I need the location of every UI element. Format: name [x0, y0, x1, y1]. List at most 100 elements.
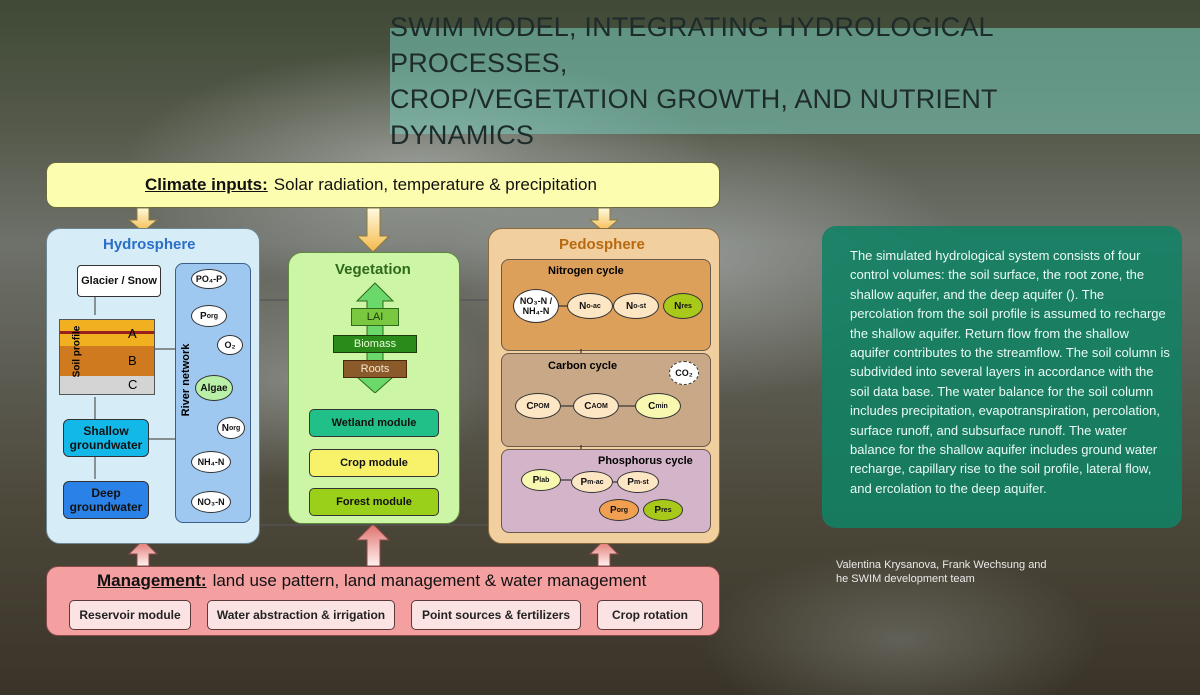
- reservoir-module-button: Reservoir module: [69, 600, 191, 630]
- no3-nh4-node: NO₃-N / NH₄-N: [513, 289, 559, 323]
- nres-sub: res: [681, 302, 692, 310]
- mgmt-arrow-pedo: [588, 539, 620, 567]
- cpom-text: C: [526, 400, 534, 412]
- carbon-cycle-title: Carbon cycle: [548, 360, 618, 372]
- biomass-box: Biomass: [333, 335, 417, 353]
- climate-arrow-hydro: [127, 207, 159, 233]
- phosphorus-cycle-title: Phosphorus cycle: [598, 455, 693, 467]
- climate-inputs-box: Climate inputs: Solar radiation, tempera…: [46, 162, 720, 208]
- soil-profile-label: Soil profile: [71, 325, 83, 378]
- nh4-node: NH₄-N: [191, 451, 231, 473]
- norg-text: N: [221, 422, 229, 434]
- forest-module-box: Forest module: [309, 488, 439, 516]
- plab-text: P: [532, 474, 540, 486]
- crop-module-box: Crop module: [309, 449, 439, 477]
- vegetation-panel: Vegetation LAI Biomass Roots Wetland mod…: [288, 252, 460, 524]
- climate-arrow-veg: [355, 207, 391, 253]
- pres-sub: res: [661, 506, 672, 514]
- no-ac-text: N: [579, 300, 587, 312]
- wetland-module-box: Wetland module: [309, 409, 439, 437]
- cmin-text: C: [648, 400, 656, 412]
- title-banner: SWIM MODEL, INTEGRATING HYDROLOGICAL PRO…: [390, 12, 1200, 150]
- pmac-text: P: [580, 476, 588, 488]
- cmin-sub: min: [655, 402, 668, 410]
- soil-profile-block: A B C Soil profile: [59, 319, 155, 395]
- nitrogen-cycle-title: Nitrogen cycle: [548, 265, 624, 277]
- pmst-sub: m-st: [633, 478, 649, 486]
- credit-text: Valentina Krysanova, Frank Wechsung and …: [836, 558, 1096, 586]
- phosphorus-cycle-box: Phosphorus cycle: [501, 449, 711, 533]
- no3-node: NO₃-N: [191, 491, 231, 513]
- river-network-label: River network: [180, 343, 192, 417]
- climate-arrow-pedo: [588, 207, 620, 233]
- climate-text: Solar radiation, temperature & precipita…: [273, 175, 597, 194]
- no-ac-sub: o-ac: [586, 302, 601, 310]
- caom-sub: AOM: [591, 402, 608, 410]
- o2-node: O₂: [217, 335, 243, 355]
- porg-text: P: [200, 310, 207, 322]
- layer-c-label: C: [128, 377, 138, 392]
- plab-sub: lab: [539, 476, 550, 484]
- porg-pedo-text: P: [610, 504, 617, 516]
- crop-rotation-button: Crop rotation: [597, 600, 703, 630]
- soil-layer-a-stripe: [60, 331, 154, 334]
- hydrosphere-title: Hydrosphere: [103, 236, 196, 253]
- point-sources-button: Point sources & fertilizers: [411, 600, 581, 630]
- lai-box: LAI: [351, 308, 399, 326]
- soil-layer-c: [60, 376, 154, 394]
- hydrosphere-panel: Hydrosphere Glacier / Snow A B C Soil pr…: [46, 228, 260, 544]
- glacier-snow-box: Glacier / Snow: [77, 265, 161, 297]
- pedosphere-panel: Pedosphere Nitrogen cycle NO₃-N / NH₄-N …: [488, 228, 720, 544]
- roots-box: Roots: [343, 360, 407, 378]
- no-st-sub: o-st: [633, 302, 647, 310]
- mgmt-arrow-hydro: [127, 539, 159, 567]
- layer-b-label: B: [128, 353, 137, 368]
- layer-a-label: A: [128, 326, 137, 341]
- norg-sub: org: [228, 424, 241, 432]
- pres-text: P: [654, 504, 662, 516]
- title-line-2: CROP/VEGETATION GROWTH, AND NUTRIENT DYN…: [390, 84, 998, 150]
- co2-node: CO₂: [669, 361, 699, 385]
- credit-line-2: he SWIM development team: [836, 573, 975, 585]
- algae-node: Algae: [195, 375, 233, 401]
- mgmt-arrow-veg: [355, 523, 391, 567]
- pedosphere-title: Pedosphere: [559, 236, 645, 253]
- po4-node: PO₄-P: [191, 269, 227, 289]
- no-st-text: N: [625, 300, 634, 312]
- pmac-sub: m-ac: [587, 478, 604, 486]
- deep-groundwater-box: Deep groundwater: [63, 481, 149, 519]
- porg-pedo-sub: org: [616, 506, 628, 514]
- management-title: Management: land use pattern, land manage…: [97, 571, 646, 591]
- title-line-1: SWIM MODEL, INTEGRATING HYDROLOGICAL PRO…: [390, 12, 993, 78]
- climate-label: Climate inputs:: [145, 175, 268, 194]
- water-abstraction-button: Water abstraction & irrigation: [207, 600, 395, 630]
- shallow-groundwater-box: Shallow groundwater: [63, 419, 149, 457]
- porg-sub: org: [206, 312, 218, 320]
- cpom-sub: POM: [533, 402, 550, 410]
- nres-text: N: [674, 300, 682, 312]
- pedo-links: [559, 305, 635, 483]
- management-label: Management:: [97, 571, 207, 590]
- caom-text: C: [584, 400, 592, 412]
- credit-line-1: Valentina Krysanova, Frank Wechsung and: [836, 559, 1047, 571]
- vegetation-title: Vegetation: [335, 261, 411, 278]
- soil-layer-b: [60, 346, 154, 376]
- pmst-text: P: [627, 476, 634, 488]
- info-panel: The simulated hydrological system consis…: [822, 226, 1182, 528]
- management-text: land use pattern, land management & wate…: [212, 571, 647, 590]
- management-box: Management: land use pattern, land manage…: [46, 566, 720, 636]
